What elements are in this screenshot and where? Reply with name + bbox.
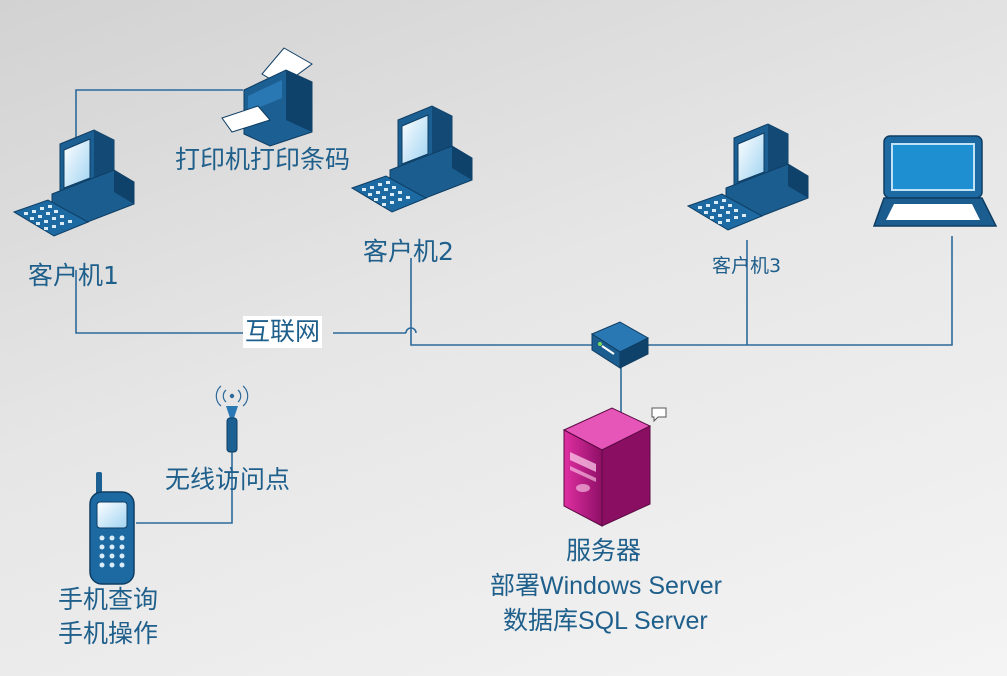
desktop-computer-icon <box>687 123 809 231</box>
mobile-label-line2: 手机操作 <box>58 619 159 648</box>
switch-icon <box>590 321 650 369</box>
comment-icon[interactable] <box>651 407 667 423</box>
server-icon <box>562 407 652 527</box>
access-point-label: 无线访问点 <box>165 465 291 494</box>
internet-label: 互联网 <box>243 316 323 348</box>
desktop-computer-icon <box>351 105 473 213</box>
client1-label: 客户机1 <box>28 261 119 290</box>
server-label-line1: 服务器 <box>566 537 642 565</box>
client3-label: 客户机3 <box>712 255 782 277</box>
connection-lines <box>75 89 953 524</box>
server-label-line3: 数据库SQL Server <box>503 607 708 635</box>
client2-label: 客户机2 <box>363 237 454 266</box>
laptop-icon <box>872 135 998 227</box>
printer-link <box>75 89 243 138</box>
mobile-label-line1: 手机查询 <box>58 585 159 614</box>
server-label-line2: 部署Windows Server <box>490 572 722 600</box>
desktop-computer-icon <box>13 129 135 237</box>
mobile-phone-icon <box>89 472 135 585</box>
printer-icon <box>221 47 313 147</box>
printer-label: 打印机打印条码 <box>175 145 351 174</box>
wireless-access-point-icon <box>215 385 249 453</box>
